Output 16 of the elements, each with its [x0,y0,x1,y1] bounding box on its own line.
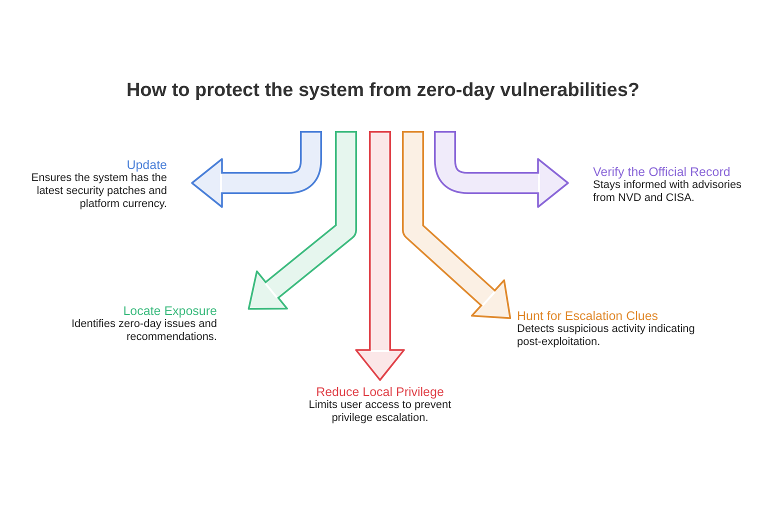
step-heading: Reduce Local Privilege [315,385,445,399]
arrow [434,131,569,208]
arrow [355,131,405,381]
arrow [191,131,322,208]
arrow [248,131,357,310]
step-description: Detects suspicious activity indicating post-exploitation. [517,323,696,349]
step-description: Limits user access to prevent privilege escalation. [308,399,452,425]
step-heading: Hunt for Escalation Clues [517,309,660,323]
diagram-title: How to protect the system from zero-day vulnerabilities? [125,80,641,102]
step-description: Stays informed with advisories from NVD and CISA. [593,179,743,205]
step-heading: Update [126,158,167,172]
arrow [402,131,512,320]
step-description: Ensures the system has the latest security patches and platform currency. [30,172,167,211]
step-description: Identifies zero-day issues and recommendations. [70,318,217,344]
step-heading: Locate Exposure [122,304,217,318]
step-heading: Verify the Official Record [593,165,732,179]
